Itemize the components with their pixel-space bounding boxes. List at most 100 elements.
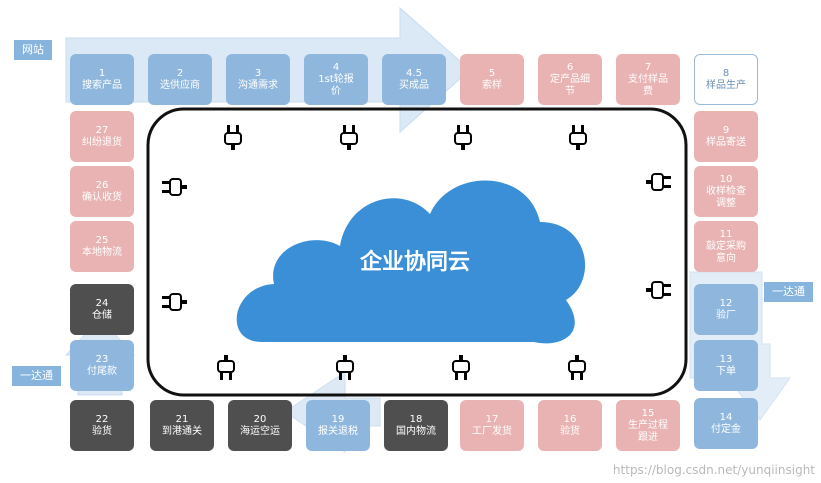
plug-icon — [646, 173, 671, 191]
step-label: 付尾款 — [87, 365, 117, 377]
step-label: 沟通需求 — [238, 79, 278, 91]
step-label: 纠纷退货 — [82, 136, 122, 148]
step-label: 报关退税 — [318, 425, 358, 437]
step-number: 4.5 — [406, 67, 422, 79]
step-number: 23 — [95, 353, 109, 365]
step-label: 到港通关 — [162, 425, 202, 437]
step-label: 搜索产品 — [82, 79, 122, 91]
plug-icon — [336, 355, 354, 380]
step-label: 1st轮报 价 — [318, 73, 354, 97]
plug-icon — [217, 355, 235, 380]
step-label: 下单 — [716, 365, 736, 377]
step-number: 21 — [175, 413, 189, 425]
step-label: 本地物流 — [82, 246, 122, 258]
step-number: 1 — [98, 67, 106, 79]
step-label: 索样 — [482, 79, 502, 91]
step-label: 付定金 — [711, 423, 741, 435]
step-number: 13 — [719, 353, 733, 365]
step-label: 确认收货 — [82, 191, 122, 203]
step-label: 敲定采购 意向 — [706, 240, 746, 264]
step-label: 海运空运 — [240, 425, 280, 437]
step-label: 支付样品 费 — [628, 73, 668, 97]
step-number: 2 — [176, 67, 184, 79]
step-label: 工厂发货 — [472, 425, 512, 437]
step-number: 10 — [719, 173, 733, 185]
plug-icon — [454, 125, 472, 150]
step-label: 选供应商 — [160, 79, 200, 91]
step-number: 5 — [488, 67, 496, 79]
cloud-frame — [146, 107, 688, 397]
plug-icon — [569, 125, 587, 150]
plug-icon — [452, 355, 470, 380]
step-label: 验货 — [92, 425, 112, 437]
step-number: 14 — [719, 411, 733, 423]
step-label: 验货 — [560, 425, 580, 437]
step-number: 16 — [563, 413, 577, 425]
plug-icon — [646, 281, 671, 299]
yidatong-tag-left: 一达通 — [12, 366, 61, 386]
step-number: 19 — [331, 413, 345, 425]
step-label: 仓储 — [92, 309, 112, 321]
step-number: 15 — [641, 407, 655, 419]
step-number: 24 — [95, 297, 109, 309]
watermark: https://blog.csdn.net/yunqiinsight — [612, 463, 815, 477]
plug-icon — [568, 355, 586, 380]
cloud-label: 企业协同云 — [359, 250, 470, 275]
step-label: 收样检查 调整 — [706, 185, 746, 209]
step-number: 27 — [95, 124, 109, 136]
step-number: 26 — [95, 179, 109, 191]
step-number: 18 — [409, 413, 423, 425]
step-number: 11 — [719, 228, 733, 240]
step-number: 6 — [566, 61, 574, 73]
step-label: 样品生产 — [706, 79, 746, 91]
plug-icon — [340, 125, 358, 150]
step-label: 国内物流 — [396, 425, 436, 437]
step-number: 17 — [485, 413, 499, 425]
plug-icon — [162, 293, 187, 311]
step-number: 3 — [254, 67, 262, 79]
step-number: 25 — [95, 234, 109, 246]
step-label: 生产过程 跟进 — [628, 419, 668, 443]
step-number: 20 — [253, 413, 267, 425]
step-number: 22 — [95, 413, 109, 425]
step-number: 12 — [719, 297, 733, 309]
cloud-icon — [236, 180, 586, 344]
step-label: 验厂 — [716, 309, 736, 321]
yidatong-tag-right: 一达通 — [764, 282, 813, 302]
step-label: 定产品细 节 — [550, 73, 590, 97]
plug-icon — [224, 125, 242, 150]
step-number: 9 — [722, 124, 730, 136]
step-label: 买成品 — [399, 79, 429, 91]
step-label: 样品寄送 — [706, 136, 746, 148]
step-number: 7 — [644, 61, 652, 73]
plug-icon — [162, 178, 187, 196]
